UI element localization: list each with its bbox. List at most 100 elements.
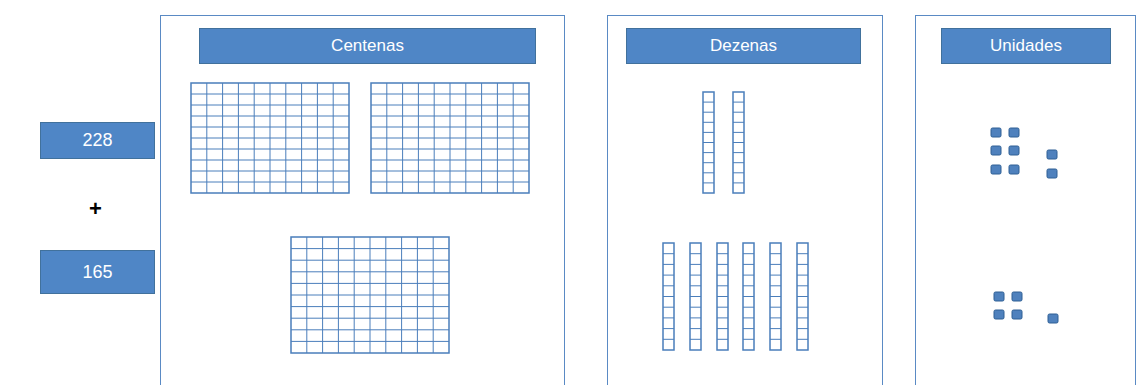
grid-line xyxy=(191,182,349,183)
grid-line xyxy=(703,172,714,173)
grid-line xyxy=(690,328,701,329)
addend-box: 165 xyxy=(40,250,155,294)
ten-rod-outline xyxy=(797,243,808,350)
grid-line xyxy=(191,94,349,95)
unit-cube xyxy=(1009,146,1019,155)
unit-cube xyxy=(1048,314,1058,323)
ten-rod xyxy=(797,243,808,350)
grid-line xyxy=(663,285,674,286)
grid-line xyxy=(690,296,701,297)
grid-line xyxy=(797,264,808,265)
grid-line xyxy=(663,296,674,297)
grid-line xyxy=(371,94,529,95)
grid-line xyxy=(743,275,754,276)
number-label: 165 xyxy=(82,262,112,283)
grid-line xyxy=(717,264,728,265)
grid-line xyxy=(703,122,714,123)
grid-line xyxy=(690,285,701,286)
grid-line xyxy=(733,172,744,173)
grid-line xyxy=(690,275,701,276)
grid-line xyxy=(743,328,754,329)
unit-cube xyxy=(1009,128,1019,137)
grid-line xyxy=(717,317,728,318)
grid-line xyxy=(371,182,529,183)
grid-line xyxy=(743,296,754,297)
place-value-panel: Dezenas xyxy=(607,15,883,385)
grid-line xyxy=(717,339,728,340)
grid-line xyxy=(371,149,529,150)
grid-line xyxy=(371,160,529,161)
grid-line xyxy=(371,171,529,172)
grid-line xyxy=(690,317,701,318)
grid-line xyxy=(797,328,808,329)
grid-line xyxy=(191,138,349,139)
grid-line xyxy=(797,285,808,286)
unit-cubes xyxy=(991,128,1058,323)
ten-rod xyxy=(690,243,701,350)
ten-rod-outline xyxy=(663,243,674,350)
grid-line xyxy=(717,275,728,276)
ten-rod-outline xyxy=(690,243,701,350)
grid-line xyxy=(733,162,744,163)
grid-line xyxy=(191,127,349,128)
grid-line xyxy=(191,116,349,117)
grid-line xyxy=(743,339,754,340)
grid-line xyxy=(770,264,781,265)
addend-box: 228 xyxy=(40,122,155,159)
unit-cube xyxy=(1012,310,1022,319)
column-heading: Unidades xyxy=(990,36,1062,56)
grid-line xyxy=(371,116,529,117)
grid-line xyxy=(291,283,449,284)
ten-rod xyxy=(743,243,754,350)
grid-line xyxy=(690,339,701,340)
ten-rod xyxy=(717,243,728,350)
grid-line xyxy=(770,296,781,297)
grid-line xyxy=(291,329,449,330)
hundred-flat xyxy=(371,83,529,193)
unit-cube xyxy=(991,146,1001,155)
unit-cube xyxy=(991,165,1001,174)
grid-line xyxy=(797,275,808,276)
ten-rod-outline xyxy=(770,243,781,350)
grid-line xyxy=(663,339,674,340)
grid-line xyxy=(291,341,449,342)
ten-rod-outline xyxy=(743,243,754,350)
panel-header: Unidades xyxy=(941,28,1111,64)
grid-line xyxy=(733,102,744,103)
grid-line xyxy=(371,127,529,128)
grid-line xyxy=(733,182,744,183)
grid-line xyxy=(733,152,744,153)
grid-line xyxy=(191,171,349,172)
grid-line xyxy=(797,296,808,297)
grid-line xyxy=(690,264,701,265)
grid-line xyxy=(291,295,449,296)
panel-header: Centenas xyxy=(199,28,536,64)
grid-line xyxy=(663,317,674,318)
unit-cube xyxy=(991,128,1001,137)
grid-line xyxy=(703,112,714,113)
grid-line xyxy=(743,264,754,265)
grid-line xyxy=(663,253,674,254)
unit-cube xyxy=(1047,169,1057,178)
grid-line xyxy=(717,253,728,254)
grid-line xyxy=(191,105,349,106)
grid-line xyxy=(733,142,744,143)
grid-line xyxy=(291,318,449,319)
grid-line xyxy=(770,317,781,318)
grid-line xyxy=(291,248,449,249)
hundred-flat xyxy=(291,237,449,353)
grid-line xyxy=(703,102,714,103)
grid-line xyxy=(797,253,808,254)
grid-line xyxy=(743,253,754,254)
hundred-flat-outline xyxy=(191,83,349,193)
grid-line xyxy=(703,152,714,153)
grid-line xyxy=(770,328,781,329)
grid-line xyxy=(703,142,714,143)
grid-line xyxy=(663,264,674,265)
grid-line xyxy=(663,328,674,329)
grid-line xyxy=(770,339,781,340)
grid-line xyxy=(291,306,449,307)
ten-rod-outline xyxy=(733,92,744,193)
ten-rod xyxy=(733,92,744,193)
place-value-panel: Centenas xyxy=(160,15,565,385)
